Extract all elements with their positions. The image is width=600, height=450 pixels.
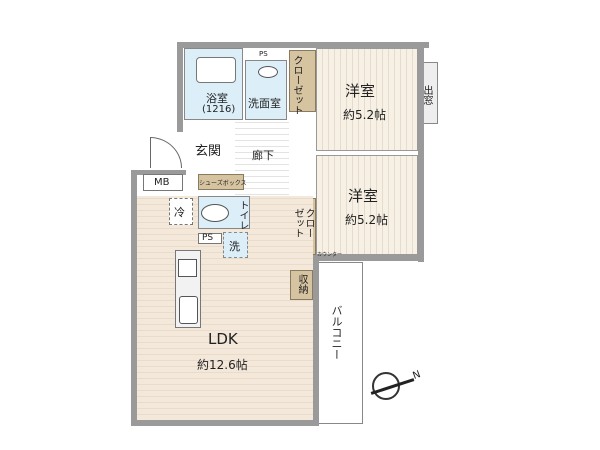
closet-2-label: クローゼット	[292, 208, 314, 238]
mb-box	[143, 174, 183, 191]
storage-label: 収納	[296, 274, 307, 294]
wall-bottom	[131, 420, 319, 426]
ps-top-label: PS	[259, 50, 268, 58]
fridge-space	[169, 198, 193, 225]
closet-1-label: クローゼット	[291, 55, 302, 115]
wall-mb-top	[131, 170, 186, 175]
western-room-1-label: 洋室	[345, 82, 376, 100]
ldk-area: 約12.6帖	[197, 358, 248, 372]
entrance-label: 玄関	[195, 144, 222, 159]
ps-box	[198, 233, 222, 244]
western-room-2-area: 約5.2帖	[345, 213, 389, 227]
wall-right-upper	[418, 42, 424, 262]
closet-1[interactable]	[289, 50, 316, 112]
bay-window	[424, 62, 438, 124]
ldk-main	[203, 262, 289, 270]
washer-label: 洗	[229, 240, 240, 253]
western-room-2-label: 洋室	[348, 187, 379, 205]
bay-window-label: 出窓	[421, 85, 432, 105]
counter-label: カウンター	[317, 252, 343, 258]
ldk-label: LDK	[208, 330, 238, 348]
entrance-door[interactable]	[150, 137, 182, 168]
shoe-box-label: シューズボックス	[199, 180, 247, 187]
shoe-box[interactable]	[198, 174, 244, 190]
toilet-label: トイレ	[237, 200, 248, 230]
ps-label: PS	[202, 233, 214, 243]
bathroom-label: 浴室	[206, 92, 228, 105]
bathtub-icon	[196, 57, 236, 83]
western-room-1-area: 約5.2帖	[343, 108, 387, 122]
wall-top	[177, 42, 429, 48]
balcony	[319, 262, 363, 424]
western-room-2	[316, 155, 418, 255]
kitchen-sink-icon	[179, 296, 198, 324]
fridge-label: 冷	[174, 206, 185, 219]
compass-icon	[372, 372, 400, 400]
stove-icon	[178, 259, 197, 277]
washroom-label: 洗面室	[248, 97, 281, 110]
wall-ldk-right	[313, 255, 319, 426]
wall-left-lower	[131, 170, 137, 426]
ldk	[137, 196, 313, 420]
washer-space	[223, 232, 248, 258]
wall-room2-bottom	[313, 255, 424, 261]
wall-left-upper	[177, 42, 183, 132]
western-room-1	[316, 48, 418, 151]
toilet-bowl-icon	[201, 204, 229, 222]
sink-icon	[258, 66, 278, 78]
mb-label: MB	[154, 177, 170, 188]
storage[interactable]	[290, 270, 313, 300]
bathroom-size: (1216)	[202, 104, 236, 115]
balcony-label: バルコニー	[330, 305, 343, 360]
corridor-label: 廊下	[252, 149, 274, 162]
